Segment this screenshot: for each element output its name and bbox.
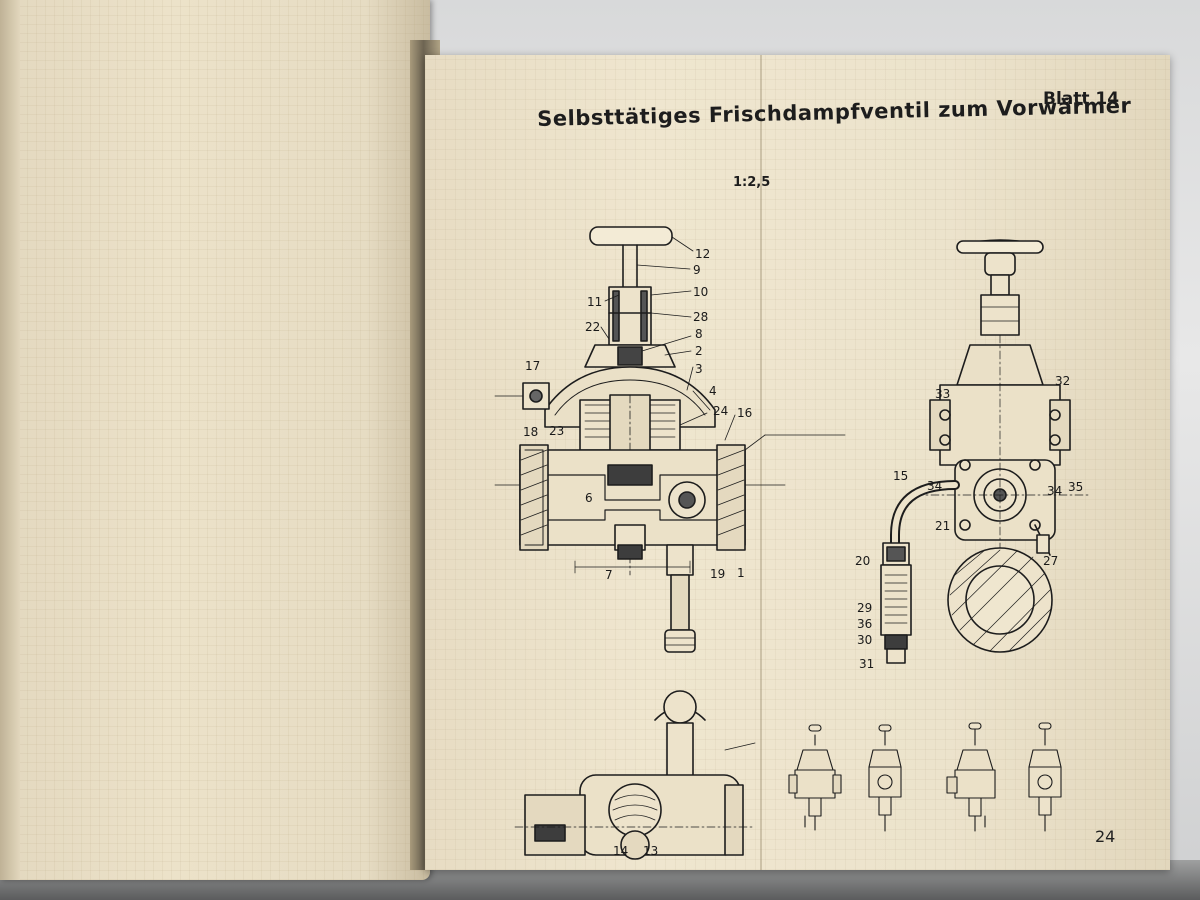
technical-drawing: 12 9 11 10 28 22 8 2 3 17 4 18 23 24 16 …: [494, 226, 1091, 860]
part-number: 13: [643, 844, 658, 858]
variant-sketch-c: [946, 722, 996, 832]
part-number: 16: [737, 406, 752, 420]
part-number: 18: [523, 425, 538, 439]
part-number: 34: [1047, 484, 1062, 498]
part-number: 4: [709, 384, 717, 398]
part-number: 22: [585, 320, 600, 334]
variant-sketch-b: [868, 724, 902, 832]
part-number: 21: [935, 519, 950, 533]
part-number: 15: [893, 469, 908, 483]
page-number: 24: [1095, 827, 1116, 846]
variant-sketches: [788, 722, 1062, 832]
left-leader-lines: [600, 236, 736, 441]
part-number: 35: [1068, 480, 1083, 494]
part-number: 30: [857, 633, 872, 647]
part-number: 9: [693, 263, 701, 277]
variant-sketch-a: [788, 724, 842, 831]
drawing-scale: 1:2,5: [733, 175, 771, 190]
left-blank-page: [0, 0, 430, 880]
part-numbers-bottom: 14 13: [613, 844, 658, 858]
part-number: 12: [695, 247, 710, 261]
left-page-edge: [0, 0, 20, 880]
valve-exterior-view: [880, 239, 1091, 664]
part-number: 2: [695, 344, 703, 358]
part-number: 11: [587, 295, 602, 309]
part-numbers-right: 33 32 15 34 34 35 21 20 27 29 36 30 31: [855, 374, 1083, 671]
part-number: 31: [859, 657, 874, 671]
variant-sketch-d: [1028, 722, 1062, 832]
part-number: 8: [695, 327, 703, 341]
part-number: 29: [857, 601, 872, 615]
valve-bottom-view: [514, 690, 756, 860]
part-number: 19: [710, 567, 725, 581]
part-number: 28: [693, 310, 708, 324]
part-number: 20: [855, 554, 870, 568]
part-number: 1: [737, 566, 745, 580]
part-number: 36: [857, 617, 872, 631]
part-number: 33: [935, 387, 950, 401]
part-number: 32: [1055, 374, 1070, 388]
part-number: 34: [927, 479, 942, 493]
valve-section-view: [494, 226, 846, 653]
part-number: 6: [585, 491, 593, 505]
sheet-number-label: Blatt 14: [1043, 89, 1120, 109]
part-number: 24: [713, 404, 728, 418]
part-number: 14: [613, 844, 628, 858]
part-number: 10: [693, 285, 708, 299]
drawing-sheet: Selbsttätiges Frischdampfventil zum Vorw…: [425, 55, 1170, 870]
part-number: 3: [695, 362, 703, 376]
part-number: 17: [525, 359, 540, 373]
part-numbers-left: 12 9 11 10 28 22 8 2 3 17 4 18 23 24 16 …: [523, 247, 752, 582]
sheet-fold-line: [760, 55, 762, 870]
part-number: 23: [549, 424, 564, 438]
part-number: 7: [605, 568, 613, 582]
part-number: 27: [1043, 554, 1058, 568]
